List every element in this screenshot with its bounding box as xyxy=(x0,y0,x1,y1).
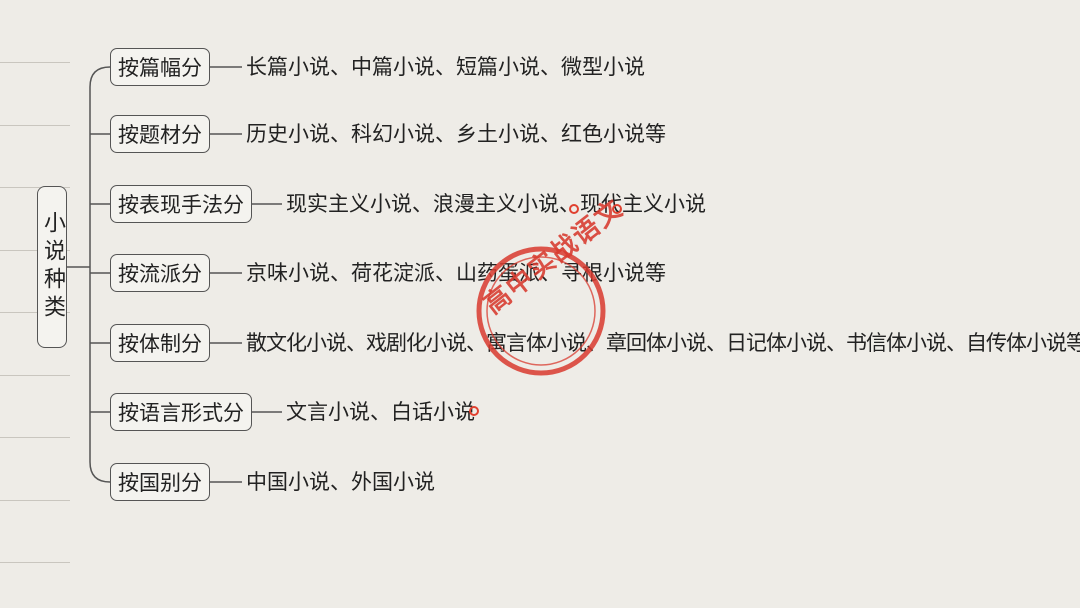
category-items-language: 文言小说、白话小说 xyxy=(286,400,475,424)
category-items-length: 长篇小说、中篇小说、短篇小说、微型小说 xyxy=(246,55,645,79)
category-node-length: 按篇幅分 xyxy=(110,48,210,86)
category-node-country: 按国别分 xyxy=(110,463,210,501)
category-label: 按题材分 xyxy=(118,123,202,147)
category-label: 按篇幅分 xyxy=(118,56,202,80)
category-node-form: 按体制分 xyxy=(110,324,210,362)
category-items-technique: 现实主义小说、浪漫主义小说、现代主义小说 xyxy=(286,192,706,216)
category-label: 按语言形式分 xyxy=(118,401,244,425)
category-node-language: 按语言形式分 xyxy=(110,393,252,431)
category-node-school: 按流派分 xyxy=(110,254,210,292)
category-items-country: 中国小说、外国小说 xyxy=(246,470,435,494)
category-node-technique: 按表现手法分 xyxy=(110,185,252,223)
category-items-form: 散文化小说、戏剧化小说、寓言体小说、章回体小说、日记体小说、书信体小说、自传体小… xyxy=(246,331,1080,355)
category-label: 按体制分 xyxy=(118,332,202,356)
category-label: 按流派分 xyxy=(118,262,202,286)
category-node-subject: 按题材分 xyxy=(110,115,210,153)
annotation-dot xyxy=(612,204,622,214)
left-ruler xyxy=(0,0,70,608)
annotation-dot xyxy=(469,406,479,416)
root-label: 小说种类 xyxy=(40,211,65,323)
category-items-school: 京味小说、荷花淀派、山药蛋派、寻根小说等 xyxy=(246,261,666,285)
category-label: 按国别分 xyxy=(118,471,202,495)
annotation-dot xyxy=(569,204,579,214)
category-label: 按表现手法分 xyxy=(118,193,244,217)
category-items-subject: 历史小说、科幻小说、乡土小说、红色小说等 xyxy=(246,122,666,146)
root-node: 小说种类 xyxy=(37,186,67,348)
